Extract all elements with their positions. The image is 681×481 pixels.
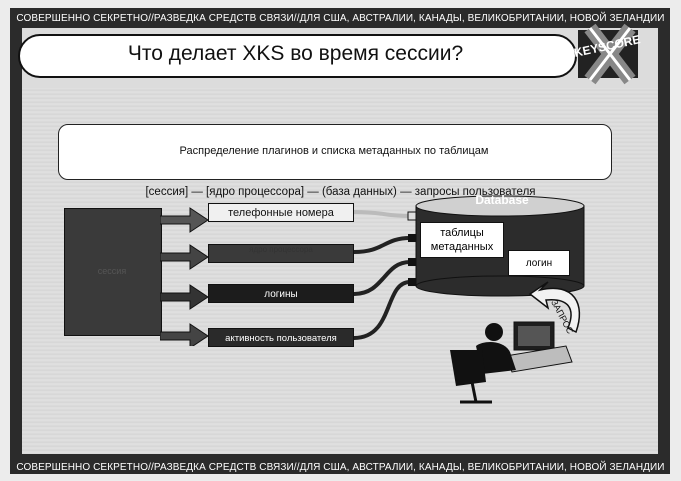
classification-banner-bottom: СОВЕРШЕННО СЕКРЕТНО//РАЗВЕДКА СРЕДСТВ СВ… — [16, 462, 665, 473]
login-table-box: логин — [508, 250, 570, 276]
cables — [354, 210, 419, 340]
analyst-user-icon — [450, 321, 573, 404]
core-box: ядро процессора — [208, 244, 354, 263]
session-arrows — [160, 207, 209, 346]
slide-title: Что делает XKS во время сессии? — [127, 42, 464, 65]
classification-banner-top: СОВЕРШЕННО СЕКРЕТНО//РАЗВЕДКА СРЕДСТВ СВ… — [16, 13, 665, 24]
activity-box: активность пользователя — [208, 328, 354, 347]
request-arrow-icon — [528, 281, 581, 334]
metadata-tables-box: таблицы метаданных — [420, 222, 504, 258]
xkeyscore-logo-icon: KEYSCORE — [573, 23, 642, 85]
flow-label: [сессия] — [ядро процессора] — (база дан… — [145, 186, 536, 198]
summary-text: Распределение плагинов и списка метаданн… — [179, 145, 489, 157]
session-label: сессия — [97, 266, 127, 276]
phones-box: телефонные номера — [208, 203, 354, 222]
title-pill — [18, 34, 577, 78]
logins-box: логины — [208, 284, 354, 303]
database-title: Database — [475, 193, 529, 207]
session-block — [64, 208, 162, 336]
summary-box — [58, 124, 612, 180]
